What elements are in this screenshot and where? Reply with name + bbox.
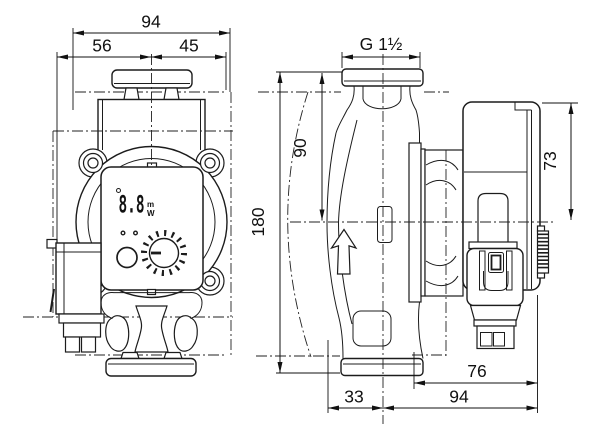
power-plug-connector-side bbox=[466, 192, 524, 350]
swivel-arc bbox=[287, 91, 312, 358]
dimension-lines bbox=[57, 30, 574, 411]
dim-flange-to-axis-height: 90 bbox=[290, 138, 310, 158]
side-view bbox=[256, 54, 553, 424]
module-bottom-tab bbox=[146, 288, 157, 296]
dim-front-overall-width: 94 bbox=[141, 12, 161, 32]
pipe-neck-side bbox=[335, 85, 420, 134]
led-indicators bbox=[120, 230, 138, 236]
dim-overall-height: 180 bbox=[248, 207, 268, 236]
control-dial[interactable] bbox=[141, 230, 187, 276]
top-flange-front bbox=[111, 69, 193, 101]
display-reading: 8.8 bbox=[119, 191, 145, 219]
dial-knurl-side bbox=[536, 225, 550, 279]
dim-axis-to-module-top: 73 bbox=[540, 151, 560, 170]
dim-motor-flange-to-rear: 76 bbox=[467, 361, 486, 381]
swivel-envelope-lines bbox=[23, 91, 233, 356]
top-flange-side bbox=[341, 68, 424, 87]
pump-volute-front bbox=[100, 291, 203, 360]
display-unit-w: W bbox=[147, 209, 155, 218]
seven-segment-display: 8.8 m W bbox=[116, 188, 155, 219]
motor-stator-side bbox=[408, 142, 464, 303]
power-plug-connector-front bbox=[46, 238, 105, 353]
bottom-flange-front bbox=[105, 357, 197, 377]
connector-pin bbox=[49, 288, 55, 313]
drain-plug-outline bbox=[352, 310, 392, 347]
dim-pipe-thread: G 1½ bbox=[360, 34, 403, 54]
plug-latch-window bbox=[490, 254, 502, 271]
degree-indicator bbox=[116, 188, 121, 193]
dim-axis-to-rear-depth: 94 bbox=[449, 387, 469, 407]
front-view: 8.8 m W bbox=[23, 54, 233, 377]
dimension-annotations: 94 56 45 G 1½ 180 90 73 76 94 33 bbox=[56, 12, 578, 413]
display-unit-m: m bbox=[147, 200, 154, 209]
flow-direction-arrow bbox=[330, 228, 358, 275]
operating-button[interactable] bbox=[116, 246, 138, 269]
control-module: 8.8 m W bbox=[100, 162, 204, 296]
bottom-flange-side bbox=[340, 357, 424, 377]
plug-clearance-envelope bbox=[412, 150, 447, 356]
pump-body-side bbox=[326, 119, 424, 359]
side-envelope-lines bbox=[256, 91, 449, 358]
dim-center-to-right-side: 45 bbox=[179, 36, 198, 56]
dim-inlet-to-axis-depth: 33 bbox=[344, 387, 363, 407]
dim-center-to-connector-side: 56 bbox=[92, 36, 111, 56]
extension-lines bbox=[56, 28, 578, 413]
